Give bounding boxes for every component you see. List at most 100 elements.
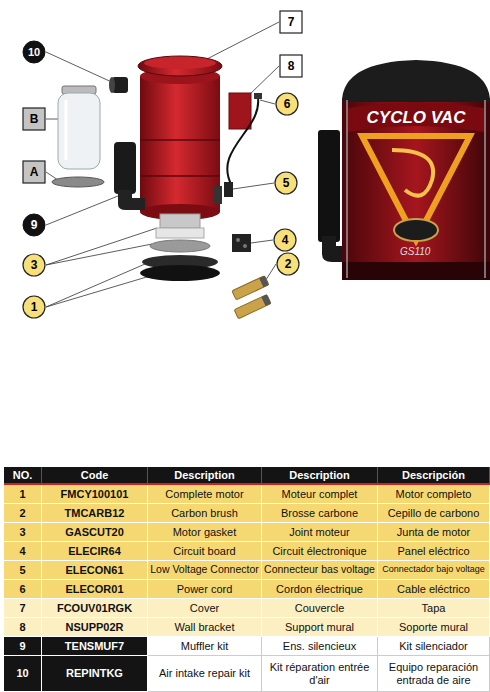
filter-disk: [52, 177, 104, 187]
table-cell: Cordon électrique: [262, 580, 378, 599]
canister-seam: [140, 139, 220, 141]
table-cell: Moteur complet: [262, 485, 378, 504]
table-cell: Soporte mural: [378, 618, 490, 637]
leader-lines: [46, 22, 279, 307]
canister-body: [140, 76, 220, 212]
callout-circle: [23, 254, 45, 276]
power-cord: [227, 98, 258, 186]
plug: [254, 93, 262, 99]
callout-circle: [23, 214, 45, 236]
unit-base: [342, 262, 490, 280]
table-cell: ELECIR64: [42, 542, 148, 561]
table-cell: 4: [4, 542, 42, 561]
low-voltage-connector: [224, 182, 233, 197]
table-cell: Junta de motor: [378, 523, 490, 542]
table-cell: Low Voltage Connector: [148, 561, 262, 580]
callout-circle: [275, 172, 297, 194]
callout-number: 2: [276, 252, 300, 276]
table-cell: 3: [4, 523, 42, 542]
callout: 8: [279, 54, 303, 78]
table-header: Description: [262, 467, 378, 485]
muffler: [114, 142, 136, 194]
table-cell: TENSMUF7: [42, 637, 148, 656]
table-cell: Muffler kit: [148, 637, 262, 656]
callout: 6: [275, 92, 299, 116]
table-cell: Panel eléctrico: [378, 542, 490, 561]
table-cell: 8: [4, 618, 42, 637]
emblem: [394, 219, 438, 241]
table-header: Code: [42, 467, 148, 485]
table-cell: Couvercle: [262, 599, 378, 618]
callout-square: [280, 55, 302, 77]
table-cell: Power cord: [148, 580, 262, 599]
table-cell: REPINTKG: [42, 656, 148, 692]
board-part: [243, 244, 247, 248]
cover: [138, 56, 222, 76]
leader-line: [46, 244, 152, 265]
table-cell: Cable eléctrico: [378, 580, 490, 599]
callout-number: 10: [22, 40, 46, 64]
leader-line: [205, 22, 279, 60]
table-cell: Wall bracket: [148, 618, 262, 637]
leader-line: [46, 196, 118, 225]
carbon-brush: [227, 276, 277, 319]
table-cell: FMCY100101: [42, 485, 148, 504]
side-pipe: [318, 130, 340, 242]
filter-jar: [58, 93, 100, 169]
callout-circle: [23, 41, 45, 63]
logo-swirl: [392, 150, 433, 196]
callout: 1: [22, 295, 46, 319]
table-cell: Motor completo: [378, 485, 490, 504]
unit-rod: [346, 100, 348, 278]
callout-circle: [274, 229, 296, 251]
canister-seam: [140, 175, 220, 177]
motor-housing: [160, 214, 200, 228]
table-cell: NSUPP02R: [42, 618, 148, 637]
leader-line: [46, 52, 116, 84]
leader-line: [46, 228, 157, 265]
table-cell: 2: [4, 504, 42, 523]
logo-band: [348, 102, 484, 132]
unit-rod: [484, 100, 486, 278]
callout: 4: [273, 228, 297, 252]
product-photo: [318, 60, 490, 280]
table-cell: ELECOR01: [42, 580, 148, 599]
callout-number: 6: [275, 92, 299, 116]
callout-circle: [23, 296, 45, 318]
callout-square: [23, 108, 45, 130]
table-header: Descripción: [378, 467, 490, 485]
table-cell: Tapa: [378, 599, 490, 618]
table-header: NO.: [4, 467, 42, 485]
table-cell: TMCARB12: [42, 504, 148, 523]
callout-circle: [276, 93, 298, 115]
brush: [234, 295, 271, 319]
table-cell: Equipo reparación entrada de aire: [378, 656, 490, 692]
callout: 7: [279, 10, 303, 34]
table-cell: Kit réparation entrée d'air: [262, 656, 378, 692]
callout-circle: [277, 253, 299, 275]
table-cell: Connectador bajo voltage: [378, 561, 490, 580]
callout: A: [22, 160, 46, 184]
leader-line: [260, 100, 275, 104]
exploded-view: [52, 56, 276, 319]
table-cell: 6: [4, 580, 42, 599]
table-cell: Circuit électronique: [262, 542, 378, 561]
connector-box: [214, 186, 222, 204]
table-cell: Brosse carbone: [262, 504, 378, 523]
circuit-board: [232, 234, 251, 252]
table-cell: Complete motor: [148, 485, 262, 504]
muffler-elbow: [118, 190, 145, 210]
motor-fan: [150, 240, 210, 252]
table-cell: GASCUT20: [42, 523, 148, 542]
callout-number: 3: [22, 253, 46, 277]
callout-number: 4: [273, 228, 297, 252]
callout-number: 9: [22, 213, 46, 237]
callout: 9: [22, 213, 46, 237]
table-cell: Ens. silencieux: [262, 637, 378, 656]
callout-number: 1: [22, 295, 46, 319]
callout-number: 7: [279, 10, 303, 34]
table-cell: Motor gasket: [148, 523, 262, 542]
callout-number: B: [22, 107, 46, 131]
brush-end: [259, 276, 269, 288]
